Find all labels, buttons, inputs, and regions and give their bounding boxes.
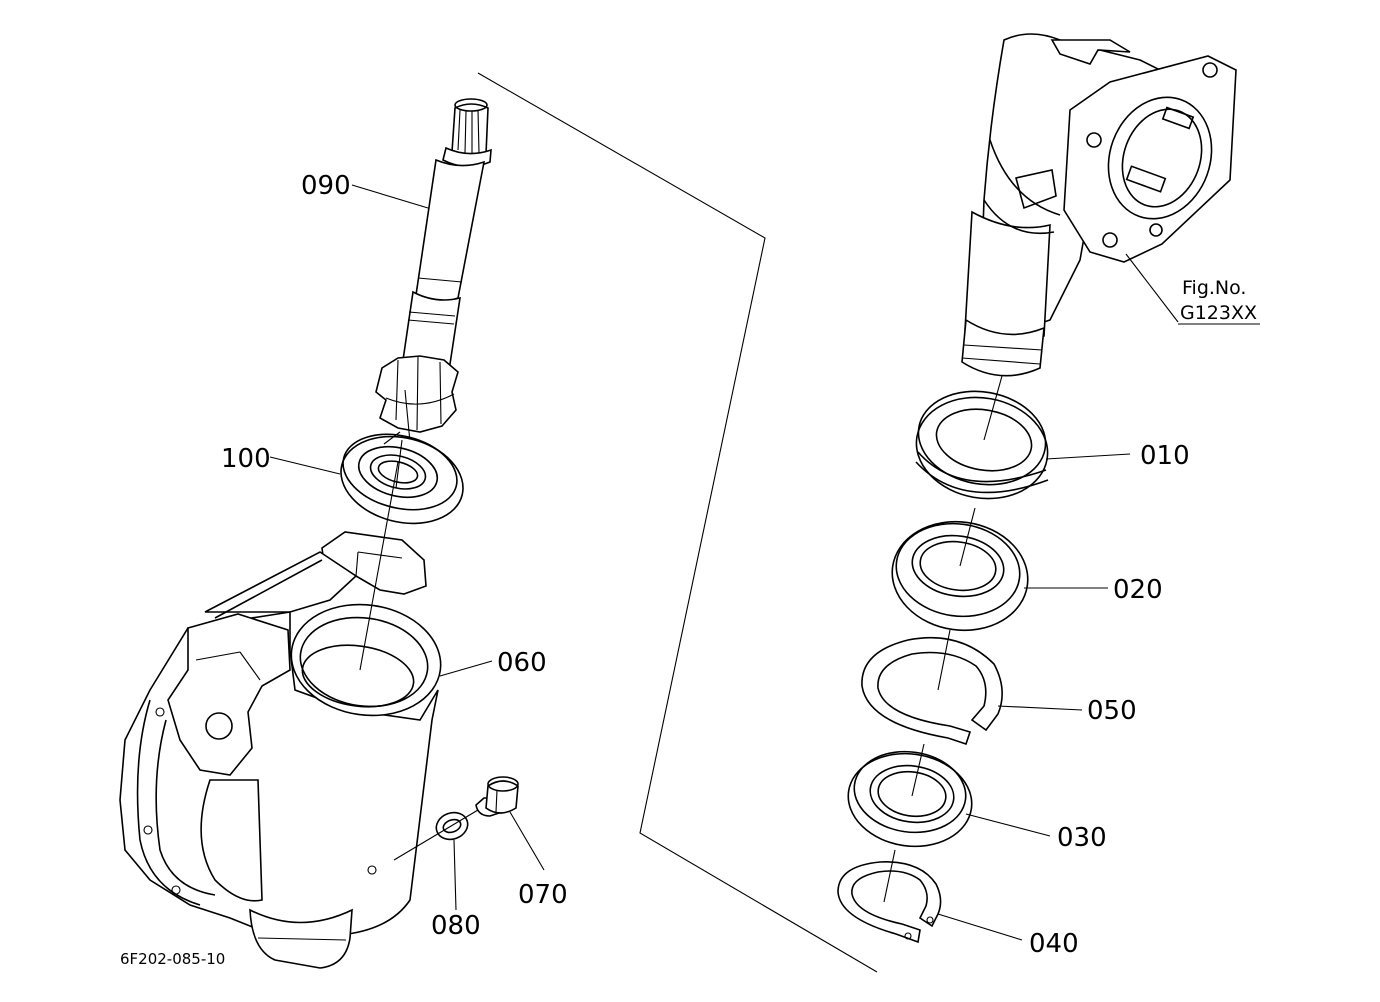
shaft-090-drawing	[375, 98, 492, 443]
housing-060-drawing	[119, 531, 442, 969]
bolt-070-drawing	[475, 776, 519, 817]
bearing-030-drawing	[847, 750, 973, 848]
snapring-050-drawing	[861, 636, 1003, 746]
seal-010-drawing	[915, 390, 1049, 500]
callout-100: 100	[221, 444, 271, 474]
bearing-100-drawing	[340, 431, 464, 525]
callout-040: 040	[1029, 929, 1079, 959]
callout-050: 050	[1087, 696, 1137, 726]
callout-010: 010	[1140, 441, 1190, 471]
assembly-guide-line	[477, 72, 878, 973]
leader-lines-left	[269, 184, 545, 911]
bearing-020-drawing	[891, 520, 1029, 632]
callout-080: 080	[431, 911, 481, 941]
leader-lines-right	[883, 253, 1260, 941]
drawing-code: 6F202-085-10	[120, 950, 225, 968]
callout-020: 020	[1113, 575, 1163, 605]
circlip-040-drawing	[837, 861, 942, 944]
gearcase-drawing	[961, 33, 1237, 377]
callout-030: 030	[1057, 823, 1107, 853]
fig-reference-line2: G123XX	[1180, 302, 1257, 324]
callout-060: 060	[497, 648, 547, 678]
callout-090: 090	[301, 171, 351, 201]
fig-reference-line1: Fig.No.	[1182, 277, 1246, 299]
callout-070: 070	[518, 880, 568, 910]
